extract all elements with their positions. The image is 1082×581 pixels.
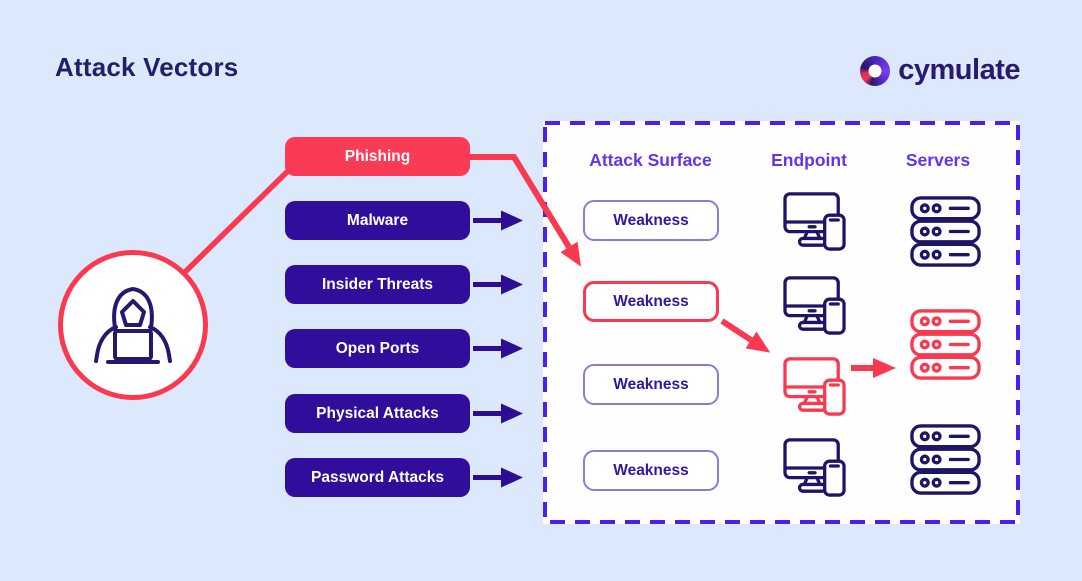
dashed-border [543, 121, 1020, 524]
desktop-phone-icon [782, 437, 848, 497]
attack-vector-physical-attacks: Physical Attacks [285, 394, 470, 433]
endpoint-device-2 [782, 275, 848, 335]
server-stack-icon [909, 195, 982, 268]
attack-vector-malware: Malware [285, 201, 470, 240]
cymulate-ring-icon [860, 55, 891, 86]
server-stack-2-compromised [909, 308, 982, 381]
column-header-endpoint: Endpoint [771, 149, 847, 170]
endpoint-device-4 [782, 437, 848, 497]
server-stack-1 [909, 195, 982, 268]
server-stack-icon [909, 308, 982, 381]
weakness-box-1: Weakness [583, 200, 719, 241]
attack-vector-open-ports: Open Ports [285, 329, 470, 368]
cymulate-logo-text: cymulate [898, 54, 1020, 86]
endpoint-device-1 [782, 191, 848, 251]
attack-vector-insider-threats: Insider Threats [285, 265, 470, 304]
server-stack-3 [909, 423, 982, 496]
weakness-box-4: Weakness [583, 450, 719, 491]
desktop-phone-icon [782, 356, 848, 416]
attack-line-hacker-to-phishing [181, 164, 295, 276]
attack-vector-password-attacks: Password Attacks [285, 458, 470, 497]
hacker-icon [94, 287, 172, 364]
endpoint-device-3-compromised [782, 356, 848, 416]
server-stack-icon [909, 423, 982, 496]
attack-vector-phishing: Phishing [285, 137, 470, 176]
column-header-attack-surface: Attack Surface [589, 149, 712, 170]
hacker-avatar [58, 250, 208, 400]
cymulate-logo: cymulate [860, 54, 1020, 87]
desktop-phone-icon [782, 191, 848, 251]
page-title: Attack Vectors [55, 52, 239, 82]
weakness-box-2-compromised: Weakness [583, 281, 719, 322]
desktop-phone-icon [782, 275, 848, 335]
column-header-servers: Servers [905, 149, 971, 170]
weakness-box-3: Weakness [583, 364, 719, 405]
